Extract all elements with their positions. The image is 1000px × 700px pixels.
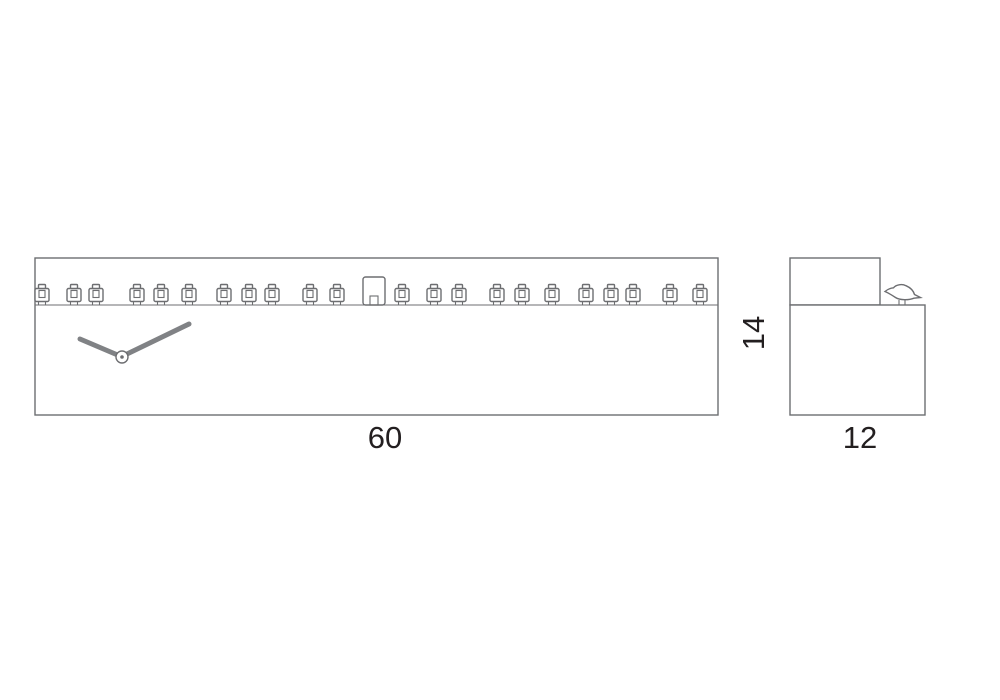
width-dimension-label: 60 <box>368 420 402 455</box>
side-view-back-panel <box>789 257 881 306</box>
front-view <box>34 257 719 416</box>
minute-hand <box>122 321 192 358</box>
clock-hands <box>77 321 192 364</box>
hanger-bracket-icon <box>362 276 386 306</box>
height-dimension-label: 14 <box>736 316 771 350</box>
hour-hand <box>77 336 123 359</box>
side-view-body <box>789 304 926 416</box>
dimension-labels: 60 14 12 <box>368 316 877 455</box>
clock-pivot-dot <box>120 355 124 359</box>
bird-side-icon <box>884 283 922 306</box>
side-view <box>789 257 926 416</box>
depth-dimension-label: 12 <box>843 420 877 455</box>
